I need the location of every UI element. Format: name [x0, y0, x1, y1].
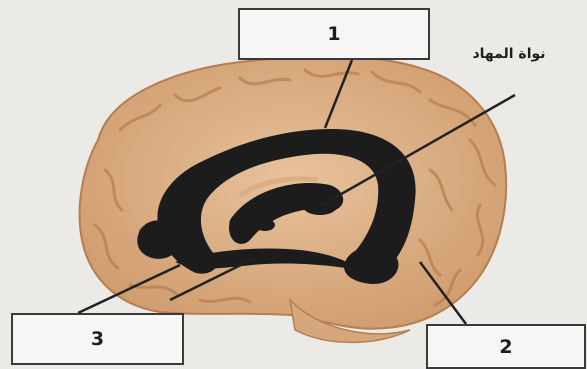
label-box-1[interactable]: 1: [238, 8, 430, 60]
thalamus-annotation: نواة المهاد: [454, 46, 564, 62]
label-box-2[interactable]: 2: [426, 324, 586, 369]
label-box-1-text: 1: [327, 23, 340, 45]
small-nucleus: [255, 219, 275, 231]
label-box-2-text: 2: [499, 336, 512, 358]
label-box-3-text: 3: [91, 328, 104, 350]
label-box-3[interactable]: 3: [11, 313, 184, 365]
